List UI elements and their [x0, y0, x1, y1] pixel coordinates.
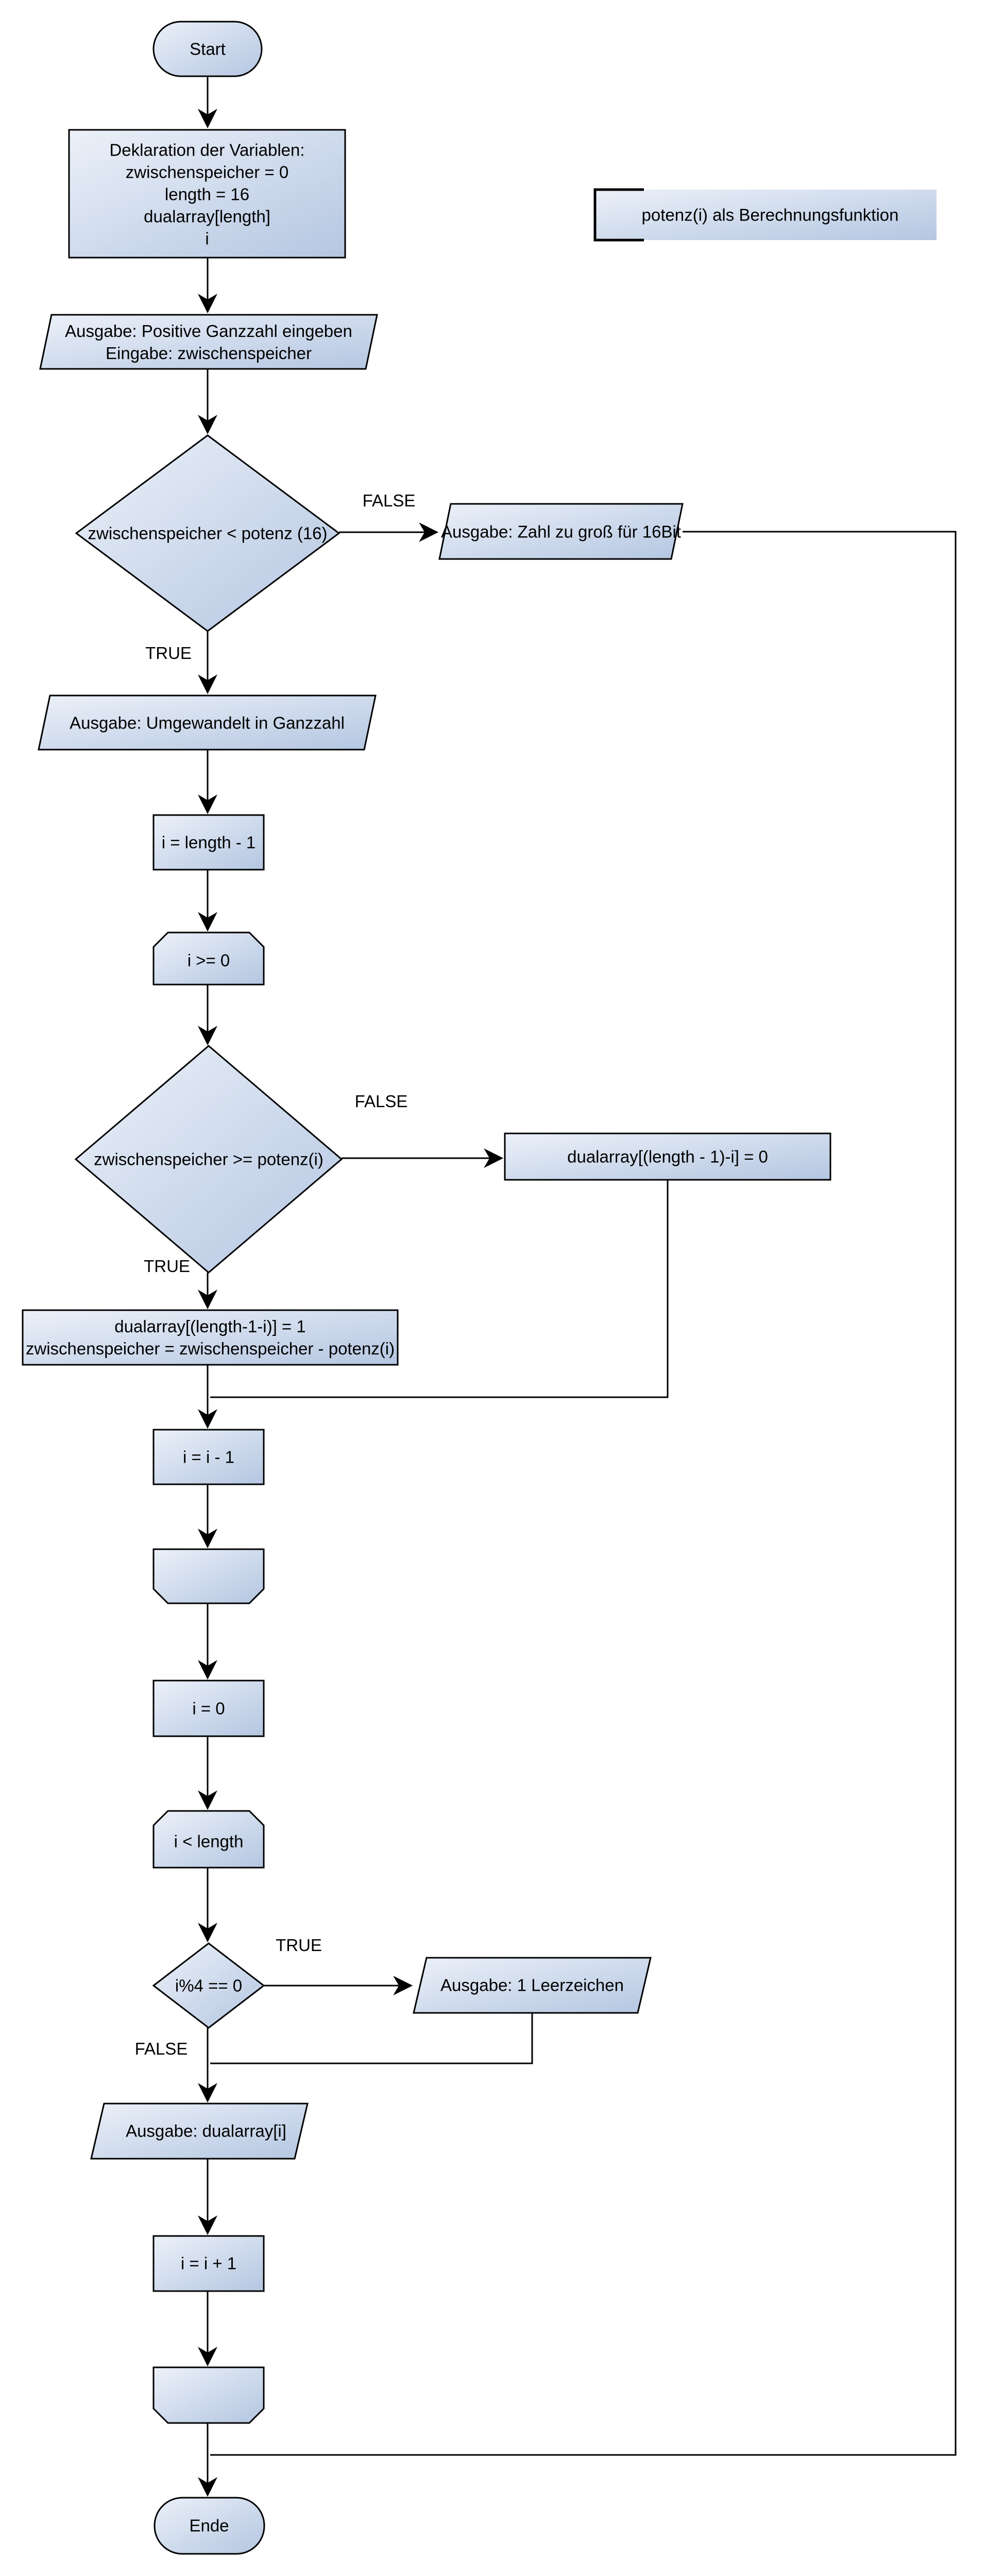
start-label: Start: [190, 39, 226, 59]
declaration-line: dualarray[length]: [144, 207, 270, 226]
io-input-line: Eingabe: zwischenspeicher: [106, 344, 312, 363]
loop2-condition-label: i < length: [174, 1832, 244, 1851]
assign-i-length-shape: [152, 814, 265, 871]
flow-shapes: [22, 21, 937, 2555]
decision-mod-false-label: FALSE: [134, 2039, 188, 2058]
edge-iospace-return: [210, 2013, 533, 2064]
io-too-big-label: Ausgabe: Zahl zu groß für 16Bit: [441, 522, 681, 541]
start-node-shape: [152, 21, 263, 77]
io-input-line: Ausgabe: Positive Ganzzahl eingeben: [65, 321, 352, 341]
decrement-i-shape: [152, 1429, 265, 1485]
note-potenz-label: potenz(i) als Berechnungsfunktion: [641, 205, 899, 225]
end-label: Ende: [189, 2516, 229, 2535]
decision-potenz-false-label: FALSE: [354, 1092, 408, 1111]
io-space-shape: [413, 1957, 652, 2014]
decision-potenz-shape: [74, 1045, 343, 1274]
edge-toobig-return-to-end: [210, 531, 957, 2456]
assign-one-label: dualarray[(length-1-i)] = 1 zwischenspei…: [26, 1315, 395, 1360]
loop1-end-shape: [152, 1548, 265, 1604]
io-converted-label: Ausgabe: Umgewandelt in Ganzzahl: [70, 713, 345, 733]
io-dualarray-shape: [90, 2103, 309, 2160]
note-potenz-shape: [595, 190, 937, 240]
assign-zero-label: dualarray[(length - 1)-i] = 0: [567, 1147, 768, 1166]
io-input-label: Ausgabe: Positive Ganzzahl eingeben Eing…: [65, 320, 352, 364]
decision-16bit-true-label: TRUE: [145, 643, 192, 663]
io-space-label: Ausgabe: 1 Leerzeichen: [440, 1975, 624, 1995]
io-too-big-shape: [438, 503, 684, 560]
io-input-shape: [39, 314, 378, 370]
decision-16bit-label: zwischenspeicher < potenz (16): [88, 523, 328, 543]
decrement-i-label: i = i - 1: [183, 1447, 234, 1467]
declaration-label: Deklaration der Variablen: zwischenspeic…: [109, 139, 304, 250]
assign-one-line: dualarray[(length-1-i)] = 1: [114, 1317, 306, 1336]
flow-connectors: [198, 76, 957, 2497]
assign-i-zero-shape: [152, 1680, 265, 1737]
decision-mod-true-label: TRUE: [276, 1936, 322, 1955]
increment-i-label: i = i + 1: [180, 2253, 237, 2273]
assign-one-shape: [22, 1309, 399, 1366]
io-converted-shape: [38, 694, 377, 751]
increment-i-shape: [152, 2235, 265, 2292]
note-bracket-icon: [593, 188, 644, 242]
decision-potenz-true-label: TRUE: [144, 1257, 190, 1276]
end-node-shape: [154, 2497, 265, 2555]
declaration-line: i: [205, 229, 209, 248]
decision-16bit-shape: [75, 434, 341, 632]
loop2-condition-shape: [152, 1810, 265, 1869]
declaration-line: Deklaration der Variablen:: [109, 140, 305, 160]
assign-one-line: zwischenspeicher = zwischenspeicher - po…: [25, 1339, 395, 1358]
decision-mod-shape: [152, 1942, 265, 2029]
edge-assignzero-return: [210, 1180, 669, 1398]
io-dualarray-label: Ausgabe: dualarray[i]: [126, 2121, 286, 2141]
declaration-line: length = 16: [164, 184, 250, 204]
assign-i-length-label: i = length - 1: [161, 833, 256, 852]
loop1-condition-shape: [152, 931, 265, 986]
decision-16bit-false-label: FALSE: [362, 491, 416, 510]
assign-zero-shape: [504, 1132, 831, 1181]
decision-mod-label: i%4 == 0: [175, 1976, 243, 1995]
declaration-line: zwischenspeicher = 0: [125, 162, 289, 182]
declaration-node-shape: [68, 129, 346, 259]
decision-potenz-label: zwischenspeicher >= potenz(i): [94, 1149, 324, 1169]
loop2-end-shape: [152, 2366, 265, 2424]
loop1-condition-label: i >= 0: [187, 951, 230, 970]
assign-i-zero-label: i = 0: [192, 1699, 225, 1718]
